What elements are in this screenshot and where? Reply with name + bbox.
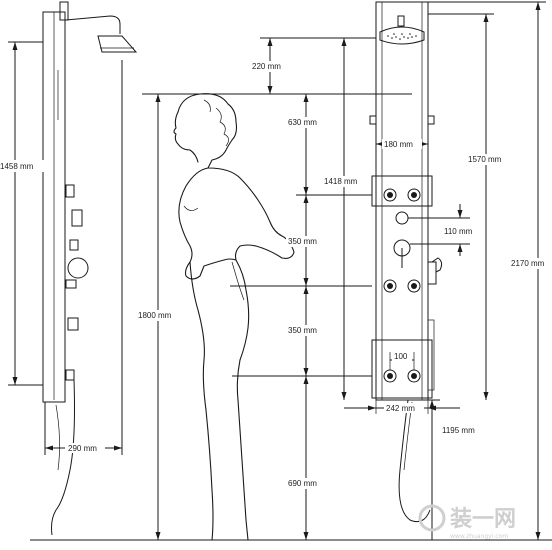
hand-shower — [431, 257, 443, 273]
watermark: 装一网 www.zhuangyi.com — [418, 504, 516, 540]
dim-side-width: 290 mm — [68, 444, 97, 453]
jet-top-right — [407, 188, 421, 202]
dim-diverter-offset: 110 mm — [444, 227, 473, 236]
dim-person-height: 1800 mm — [138, 311, 172, 320]
watermark-logo-icon — [418, 504, 446, 532]
dim-base-width: 242 mm — [386, 404, 415, 413]
side-panel-top-cap — [59, 1, 69, 21]
jet-top-left — [383, 188, 397, 202]
dim-jet-gap-lower: 350 mm — [288, 326, 317, 335]
jet-mid-right — [407, 279, 421, 293]
dim-side-panel-height: 1458 mm — [0, 162, 34, 171]
dim-head-offset: 220 mm — [252, 62, 281, 71]
front-panel-body — [375, 1, 429, 401]
dim-bottom-jet-spacing: 100 — [394, 352, 408, 361]
dim-total-height: 2170 mm — [511, 259, 545, 268]
upper-jet-housing — [371, 175, 433, 207]
front-shower-head — [379, 26, 425, 45]
dim-floor-to-bottom: 1195 mm — [442, 426, 475, 435]
jet-mid-left — [383, 279, 397, 293]
dim-bottom-gap: 690 mm — [288, 479, 317, 488]
dim-jet-spacing: 180 mm — [384, 140, 413, 149]
front-view: 220 mm 630 mm 180 mm 1418 mm 1570 mm — [136, 1, 552, 540]
dim-top-to-floor: 1570 mm — [468, 155, 502, 164]
front-hose — [398, 399, 431, 523]
side-hose — [51, 379, 75, 536]
dim-jet-gap-upper: 350 mm — [288, 237, 317, 246]
side-shower-head — [97, 35, 138, 53]
dim-head-to-jets: 630 mm — [288, 118, 317, 127]
dim-front-panel-height: 1418 mm — [324, 177, 358, 186]
side-view: 1458 mm 290 mm — [0, 1, 138, 536]
person-outline — [173, 93, 295, 541]
diverter-knob — [395, 211, 409, 225]
watermark-subtext: www.zhuangyi.com — [450, 533, 508, 540]
side-shower-arm — [65, 15, 121, 34]
watermark-text: 装一网 — [450, 507, 516, 532]
shower-head-nozzles — [387, 33, 417, 40]
